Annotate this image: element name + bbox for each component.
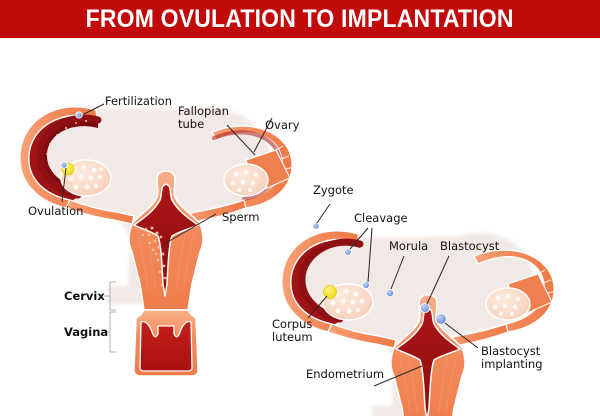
title-banner: FROM OVULATION TO IMPLANTATION [0,0,600,38]
label-blastocyst-implanting: Blastocyst implanting [481,344,543,371]
leader-cleavage-b [367,227,373,283]
right-uterus-illustration [281,203,558,416]
leader-cleavage-a [349,227,369,250]
bracket-vagina [109,311,116,353]
label-corpus-luteum: Corpus luteum [272,317,313,344]
label-cervix: Cervix [64,289,105,303]
fertilization-point [75,111,83,119]
leader-endometrium [373,365,423,387]
right-leader-lines [307,203,479,387]
right-diagram-right-ovary-follicles [492,293,521,317]
left-tube-cilia [46,119,88,190]
cleavage-dot-1 [344,248,352,256]
right-diagram-left-isthmus [327,323,397,349]
leader-fallopian-tube [226,124,256,156]
leader-zygote [316,203,331,224]
left-tube-lumen-streak [36,114,102,199]
left-leader-lines [61,103,273,245]
right-diagram-left-tube-outer [285,232,360,328]
right-myometrium-texture [399,353,457,415]
right-diagram-fimbriae-fringe [537,269,558,303]
left-shadow [21,105,271,304]
leader-blastocyst-implanting [444,322,479,349]
cleavage-dot-2 [361,280,371,290]
right-diagram-right-ovary [485,287,531,321]
label-blastocyst: Blastocyst [440,239,500,253]
left-ovulated-egg [60,161,68,169]
morula-dot [385,288,395,298]
leader-corpus-luteum [307,295,328,319]
leader-sperm [163,213,217,245]
label-endometrium: Endometrium [306,367,385,381]
label-zygote: Zygote [313,183,354,197]
label-fertilization: Fertilization [105,94,172,108]
label-cleavage: Cleavage [354,211,408,225]
zygote-dot [312,222,320,230]
left-fallopian-tube-outer [23,108,99,204]
label-ovulation: Ovulation [28,204,84,218]
label-morula: Morula [389,239,429,253]
label-vagina: Vagina [64,325,109,339]
blastocyst-dot [419,302,431,314]
leader-morula [390,255,405,290]
leader-fertilization [83,103,105,115]
leader-ovary [253,117,273,153]
left-brackets [104,281,116,353]
anatomy-artwork [19,103,558,416]
leader-ovulation [61,167,67,203]
right-corpus-luteum [323,285,337,299]
left-tube-isthmus [65,199,135,225]
label-sperm: Sperm [222,210,260,224]
left-vaginal-canal [139,320,193,372]
page-title: FROM OVULATION TO IMPLANTATION [85,4,515,33]
sperm-cells [141,226,168,293]
leader-blastocyst [426,255,450,305]
left-myometrium-texture [137,229,195,291]
label-ovary: Ovary [265,118,300,132]
left-diagram-right-ovary [223,163,269,197]
right-shadow [288,232,535,416]
right-uterine-cavity [395,307,461,416]
implanting-dot [435,313,447,325]
left-diagram-right-ovary-follicles [230,169,259,193]
right-diagram-left-tube-lumen [298,238,364,323]
left-diagram-fimbriae-fringe [275,145,296,179]
label-fallopian-tube: Fallopian tube [178,104,229,131]
left-uterus-illustration [19,103,296,377]
left-uterine-cavity [133,183,199,297]
